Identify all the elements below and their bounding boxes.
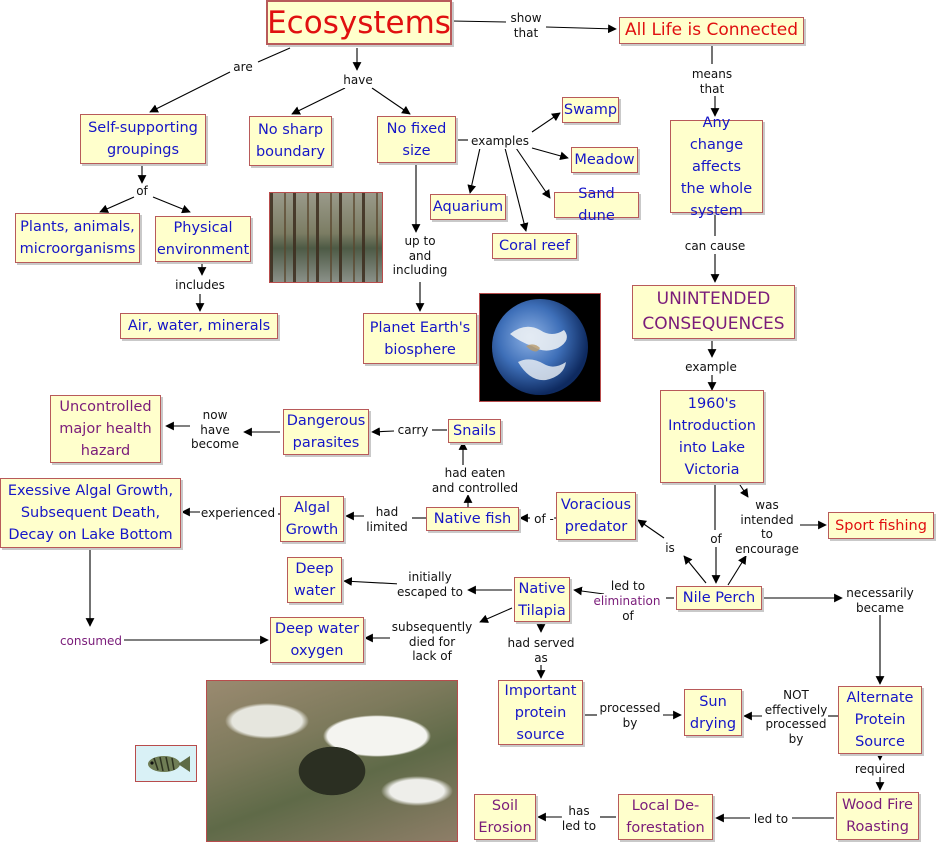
label-now-have-become: now have become xyxy=(190,408,240,452)
label-of-1: of xyxy=(136,184,148,199)
node-ecosystems[interactable]: Ecosystems xyxy=(266,0,452,45)
label-consumed: consumed xyxy=(59,634,123,649)
label-led-to-a: led to xyxy=(610,579,646,594)
node-no-sharp-boundary[interactable]: No sharp boundary xyxy=(249,116,332,166)
node-planet-earth-biosphere[interactable]: Planet Earth's biosphere xyxy=(363,313,477,364)
node-deep-water[interactable]: Deep water xyxy=(287,557,342,603)
node-any-change[interactable]: Any change affects the whole system xyxy=(670,115,763,219)
node-sport-fishing[interactable]: Sport fishing xyxy=(828,512,934,539)
earth-photo xyxy=(479,293,601,402)
label-was-intended: was intended to encourage xyxy=(735,498,799,556)
label-of-2: of xyxy=(710,532,722,547)
node-voracious-predator[interactable]: Voracious predator xyxy=(556,492,636,540)
node-air-water-minerals[interactable]: Air, water, minerals xyxy=(120,313,278,339)
lake-victoria-satellite-photo xyxy=(206,680,458,842)
label-example: example xyxy=(685,360,737,375)
label-of-3: of xyxy=(622,609,634,624)
label-required: required xyxy=(854,762,906,777)
swamp-photo xyxy=(269,192,383,283)
label-show-that: show that xyxy=(510,11,542,40)
label-examples: examples xyxy=(471,134,529,149)
node-meadow[interactable]: Meadow xyxy=(571,147,638,173)
label-up-to: up to and including xyxy=(392,234,448,278)
label-has-led-to: has led to xyxy=(561,804,597,833)
label-are: are xyxy=(233,60,253,75)
node-local-deforestation[interactable]: Local De- forestation xyxy=(618,794,713,840)
node-swamp[interactable]: Swamp xyxy=(562,97,619,123)
label-had-limited: had limited xyxy=(366,505,408,534)
node-snails[interactable]: Snails xyxy=(448,419,501,443)
fish-icon xyxy=(148,756,190,772)
node-deep-water-oxygen[interactable]: Deep water oxygen xyxy=(270,617,364,663)
node-sand-dune[interactable]: Sand dune xyxy=(554,186,639,224)
fish-photo xyxy=(135,745,197,782)
label-had-served: had served as xyxy=(507,636,575,665)
label-means-that: means that xyxy=(691,67,733,96)
node-aquarium[interactable]: Aquarium xyxy=(430,194,506,220)
node-no-fixed-size[interactable]: No fixed size xyxy=(377,116,456,163)
node-soil-erosion[interactable]: Soil Erosion xyxy=(474,794,536,840)
label-experienced: experienced xyxy=(200,506,276,521)
node-physical-environment[interactable]: Physical environment xyxy=(155,216,251,262)
label-had-eaten: had eaten and controlled xyxy=(431,466,519,495)
label-includes: includes xyxy=(175,278,225,293)
label-led-to-b: led to xyxy=(753,812,789,827)
node-coral-reef[interactable]: Coral reef xyxy=(492,233,577,259)
node-native-tilapia[interactable]: Native Tilapia xyxy=(514,577,570,622)
label-processed-by: processed by xyxy=(599,701,661,730)
node-plants-animals[interactable]: Plants, animals, microorganisms xyxy=(15,213,140,263)
node-unintended-consequences[interactable]: UNINTENDED CONSEQUENCES xyxy=(632,285,795,339)
node-algal-growth[interactable]: Algal Growth xyxy=(280,496,344,542)
node-nile-perch[interactable]: Nile Perch xyxy=(676,586,762,610)
node-important-protein-source[interactable]: Important protein source xyxy=(498,680,583,745)
label-not-effectively: NOT effectively processed by xyxy=(764,688,828,746)
node-all-life-connected[interactable]: All Life is Connected xyxy=(619,17,804,44)
node-uncontrolled-health-hazard[interactable]: Uncontrolled major health hazard xyxy=(50,395,161,463)
node-excessive-algal-growth[interactable]: Exessive Algal Growth, Subsequent Death,… xyxy=(0,478,181,548)
node-dangerous-parasites[interactable]: Dangerous parasites xyxy=(283,409,369,455)
node-native-fish[interactable]: Native fish xyxy=(426,507,519,531)
label-can-cause: can cause xyxy=(684,239,746,254)
node-sun-drying[interactable]: Sun drying xyxy=(684,689,742,736)
node-self-supporting[interactable]: Self-supporting groupings xyxy=(80,114,206,164)
label-have: have xyxy=(343,73,373,88)
label-necessarily-became: necessarily became xyxy=(846,586,914,615)
label-is: is xyxy=(665,541,675,556)
node-wood-fire-roasting[interactable]: Wood Fire Roasting xyxy=(836,792,919,840)
node-alternate-protein-source[interactable]: Alternate Protein Source xyxy=(838,686,922,754)
node-1960-introduction[interactable]: 1960's Introduction into Lake Victoria xyxy=(660,390,764,483)
earth-globe-icon xyxy=(492,299,588,395)
label-carry: carry xyxy=(397,423,429,438)
label-subsequently: subsequently died for lack of xyxy=(391,620,473,664)
label-initially-escaped: initially escaped to xyxy=(396,570,464,599)
label-of-dash: of - xyxy=(534,512,554,527)
label-elimination: elimination xyxy=(593,594,661,609)
